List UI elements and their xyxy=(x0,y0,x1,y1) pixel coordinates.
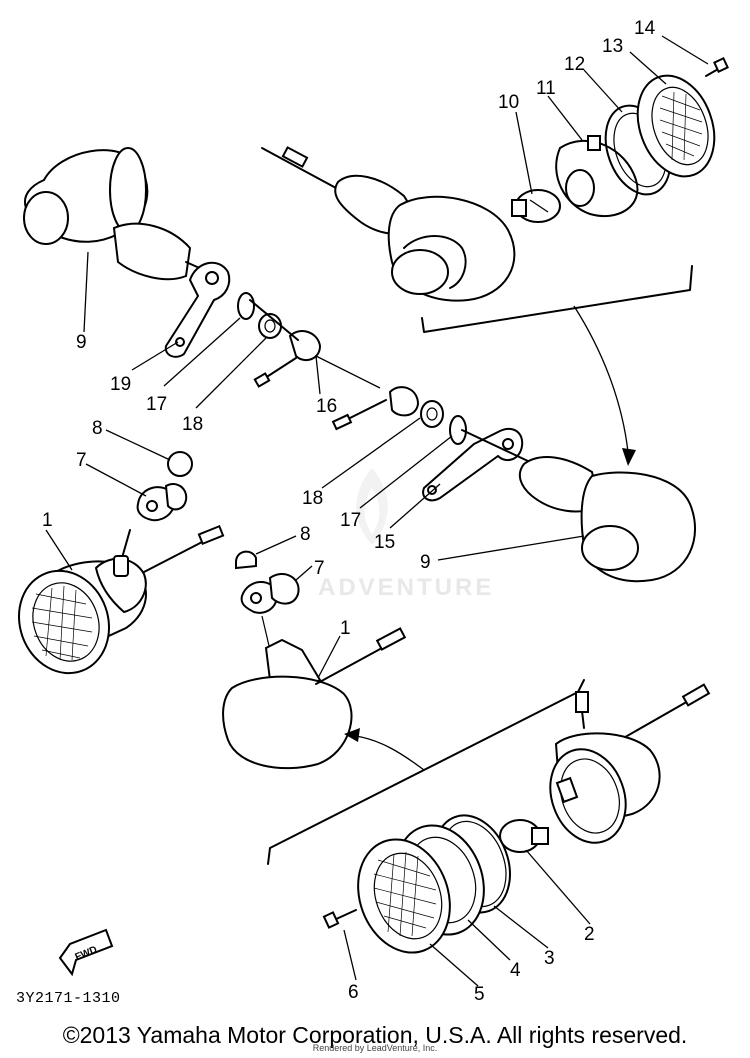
signal-assembly-top-right xyxy=(261,57,729,466)
bulb-part-2 xyxy=(499,819,549,853)
signal-assembly-middle-right xyxy=(331,386,696,583)
copyright-notice: ©2013 Yamaha Motor Corporation, U.S.A. A… xyxy=(62,1022,688,1048)
callout-8-left: 8 xyxy=(92,418,103,439)
washer-part-17a xyxy=(237,292,255,320)
callout-5: 5 xyxy=(474,984,485,1005)
callout-14: 14 xyxy=(634,18,656,39)
stay-part-19 xyxy=(164,261,231,358)
lens-part-13 xyxy=(636,74,716,178)
callout-6: 6 xyxy=(348,982,359,1003)
leader-lines xyxy=(45,35,709,987)
callout-9-top: 9 xyxy=(76,332,87,353)
callout-15: 15 xyxy=(374,532,395,553)
watermark-text: ADVENTURE xyxy=(318,574,495,601)
signal-assembly-center xyxy=(222,550,407,770)
callout-10: 10 xyxy=(498,92,519,113)
callout-12: 12 xyxy=(564,54,585,75)
cover-part-16b xyxy=(388,386,420,417)
callout-17-mid: 17 xyxy=(340,510,361,531)
callout-17-top: 17 xyxy=(146,394,167,415)
bracket-part-7b xyxy=(240,573,300,614)
callout-19: 19 xyxy=(110,374,131,395)
diagram-code: 3Y2171-1310 xyxy=(16,990,121,1007)
callout-18-mid: 18 xyxy=(302,488,323,509)
stay-part-15 xyxy=(422,427,524,502)
cap-part-8a xyxy=(167,451,193,477)
callout-9-mid: 9 xyxy=(420,552,431,573)
callout-18-top: 18 xyxy=(182,414,203,435)
washer-part-17b xyxy=(449,415,467,445)
callout-4: 4 xyxy=(510,960,521,981)
screw-part-6 xyxy=(322,909,357,929)
cap-part-8b xyxy=(235,550,257,570)
rendered-by-note: Rendered by LeadVenture, Inc. xyxy=(312,1043,438,1053)
signal-assembly-left-front xyxy=(17,451,225,675)
callout-13: 13 xyxy=(602,36,623,57)
watermark-logo xyxy=(356,468,388,545)
callout-2: 2 xyxy=(584,924,595,945)
callout-8-center: 8 xyxy=(300,524,311,545)
nut-part-18b xyxy=(420,400,444,428)
bracket-part-7a xyxy=(136,482,188,522)
callout-1-center: 1 xyxy=(340,618,351,639)
callout-7-center: 7 xyxy=(314,558,325,579)
callout-7-left: 7 xyxy=(76,450,87,471)
signal-assembly-bottom-right xyxy=(267,679,711,954)
socket-plate-part-11 xyxy=(555,135,639,218)
callout-11: 11 xyxy=(536,78,556,99)
fwd-direction-arrow: FWD xyxy=(58,928,114,977)
bulb-part-10 xyxy=(511,189,561,223)
lens-part-5 xyxy=(357,838,451,954)
screw-part-14 xyxy=(705,57,729,77)
callout-1-left: 1 xyxy=(42,510,53,531)
signal-assembly-top-left xyxy=(23,147,322,388)
callout-numbers: 14 13 12 11 10 9 19 17 18 16 8 7 1 18 17… xyxy=(42,18,656,1005)
callout-16: 16 xyxy=(316,396,337,417)
callout-3: 3 xyxy=(544,948,555,969)
cover-part-16a xyxy=(249,299,322,362)
